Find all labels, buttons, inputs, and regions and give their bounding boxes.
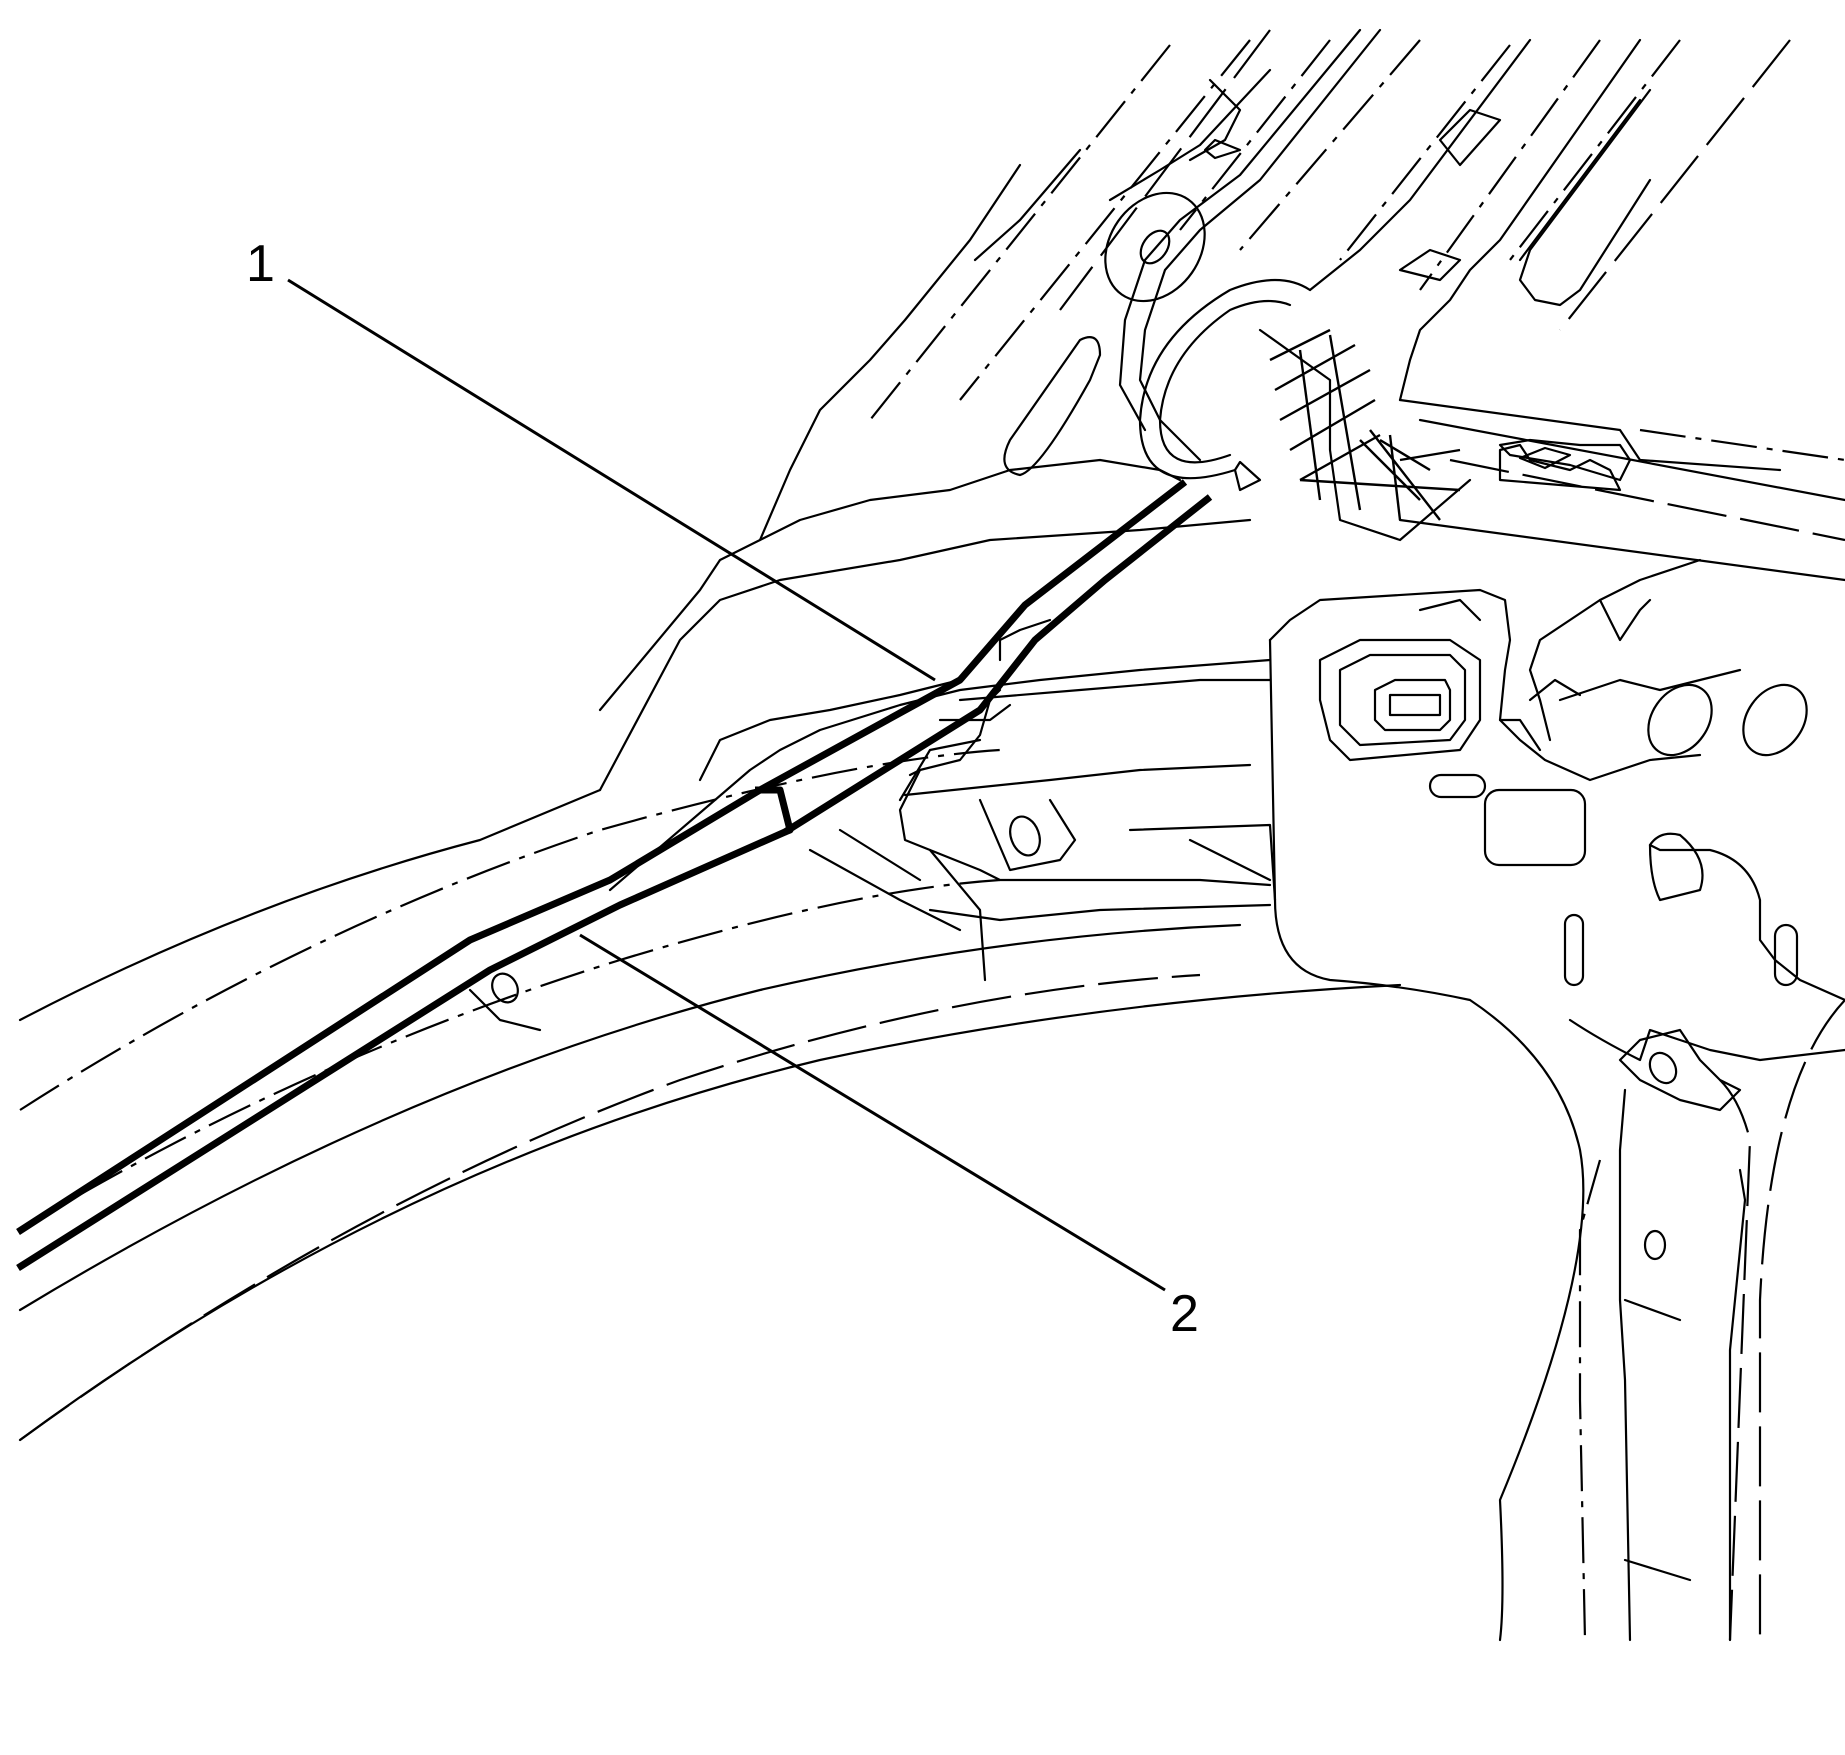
- upper-pillar-structure: [758, 28, 1791, 542]
- cable-upper-edge: [16, 479, 1188, 1235]
- lower-right-pillar: [1563, 832, 1845, 1642]
- lower-left-hole: [468, 972, 542, 1032]
- roof-rail: [1398, 398, 1845, 582]
- pillar-holes: [1003, 191, 1206, 477]
- lower-body-arcs: [18, 748, 1402, 1442]
- callout-leaders: [287, 278, 1166, 1292]
- cable-assembly: [16, 479, 1213, 1271]
- cable-lower-edge: [16, 494, 1213, 1271]
- callout-label-1: 1: [246, 235, 275, 293]
- right-lower-panel: [1268, 558, 1808, 1642]
- leader-line-2: [579, 933, 1166, 1292]
- leader-line-1: [287, 278, 936, 682]
- lower-bracket: [808, 768, 1277, 982]
- cable-sleeve: [755, 786, 794, 836]
- quarter-panel: [598, 458, 1272, 892]
- callout-label-2: 2: [1170, 1285, 1199, 1343]
- hatched-bracket: [1258, 328, 1472, 542]
